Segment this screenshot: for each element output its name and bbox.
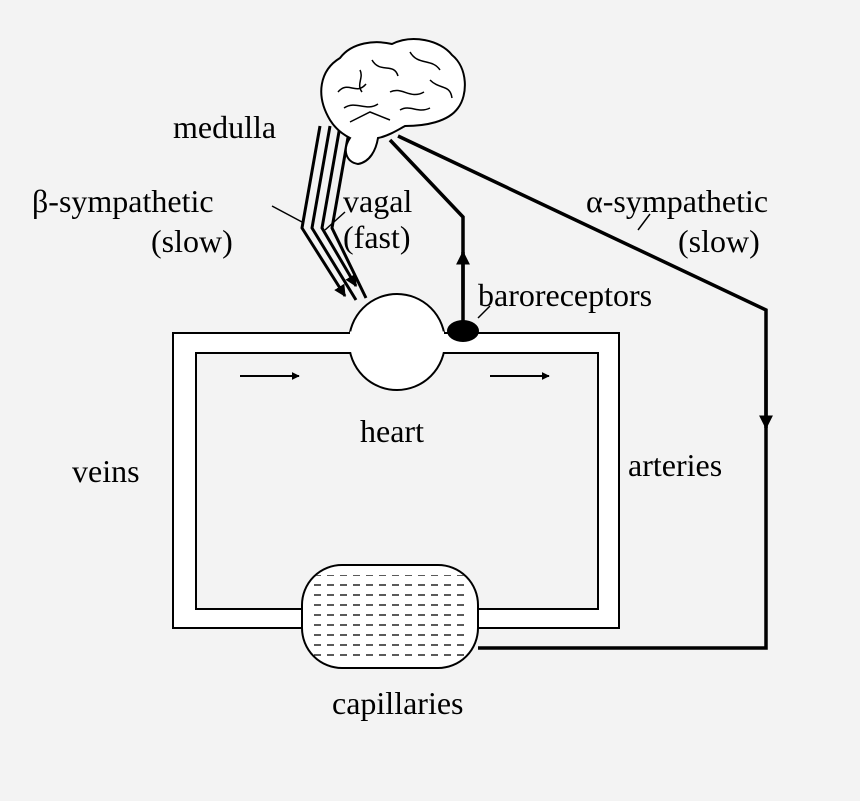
brain-icon — [320, 38, 466, 166]
baroreceptor-sensor — [447, 320, 479, 342]
alpha-sympathetic-label: α-sympathetic — [586, 183, 768, 219]
vagal-speed-label: (fast) — [343, 219, 411, 255]
medulla-label: medulla — [173, 109, 276, 145]
baroreceptors-label: baroreceptors — [478, 277, 652, 313]
beta-leader — [271, 205, 303, 223]
veins-label: veins — [72, 453, 140, 489]
alpha-speed-label: (slow) — [678, 223, 760, 259]
vagal-label: vagal — [343, 183, 412, 219]
beta-speed-label: (slow) — [151, 223, 233, 259]
capillaries-label: capillaries — [332, 685, 463, 721]
arteries-label: arteries — [628, 447, 722, 483]
alpha-sympathetic-nerve — [397, 134, 768, 650]
beta-sympathetic-label: β-sympathetic — [32, 183, 214, 219]
vagal-nerve — [320, 125, 368, 299]
heart-chamber — [346, 293, 448, 391]
vagal-leader — [324, 211, 346, 231]
capillaries-bed — [301, 564, 479, 669]
baroreceptor-leader — [477, 305, 491, 319]
beta-sympathetic-nerve — [300, 125, 358, 301]
alpha-leader — [637, 213, 651, 231]
heart-label: heart — [360, 413, 424, 449]
